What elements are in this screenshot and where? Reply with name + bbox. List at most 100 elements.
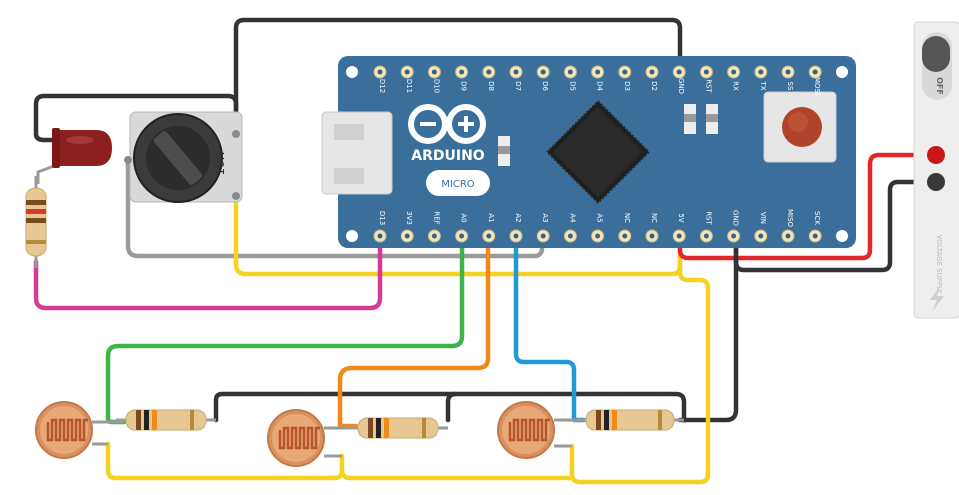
wire-blue-a2[interactable] [513,233,587,423]
resistor-1[interactable] [116,409,216,431]
pin-label: A4 [568,213,576,223]
usb-connector-slot-2 [334,168,364,184]
pin-d6[interactable]: D6 [536,65,550,91]
pin-3v3[interactable]: 3V3 [400,211,414,243]
pin-d10[interactable]: D10 [427,65,441,93]
wire-yellow-bus[interactable] [569,261,711,485]
pin-label: NC [623,213,631,223]
pin-ss[interactable]: SS [781,65,795,91]
pin-gnd[interactable]: GND [727,210,741,243]
wire-black-led[interactable] [33,93,239,143]
pin-sck[interactable]: SCK [808,211,822,243]
resistor-band [376,418,381,438]
pin-miso[interactable]: MISO [781,209,795,243]
resistor-led[interactable] [25,176,47,268]
board-model-badge [426,170,490,196]
pin-label: A0 [460,213,468,222]
pin-5v[interactable]: 5V [672,213,686,243]
pin-a2[interactable]: A2 [509,213,523,243]
pin-mosi[interactable]: MOSI [808,65,822,95]
photoresistor-track [46,418,88,442]
power-switch[interactable] [922,36,950,72]
smd-component [684,114,696,122]
arduino-logo-icon [408,104,486,144]
wire-red-supply[interactable] [677,152,938,261]
pin-label: D9 [460,81,468,91]
voltage-supply[interactable]: OFF VOLTAGE SUPPLY [913,21,959,319]
resistor-band [384,418,389,438]
pin-label: D5 [568,81,576,91]
pin-vin[interactable]: VIN [754,212,768,243]
pin-d12[interactable]: D12 [373,65,387,93]
photoresistor-track [508,418,550,442]
wire-orange-a1[interactable] [337,233,491,429]
pin-d3[interactable]: D3 [618,65,632,91]
pin-nc[interactable]: NC [618,213,632,243]
led[interactable] [36,128,112,184]
photoresistor-3[interactable] [497,401,555,459]
resistor-band [136,410,141,430]
photoresistor-track [278,426,320,450]
pin-label: VIN [759,212,767,224]
pin-label: SCK [813,211,821,225]
pin-label: D10 [432,79,440,93]
supply-switch-label: OFF [935,77,944,95]
pin-nc[interactable]: NC [645,213,659,243]
pin-d2[interactable]: D2 [645,65,659,91]
pin-a0[interactable]: A0 [455,213,469,243]
wire-black-gnd-chain[interactable] [677,233,739,423]
pin-a4[interactable]: A4 [563,213,577,243]
pin-label: D4 [596,81,604,91]
led-rim [52,128,60,168]
wire-yellow-ldr2[interactable] [339,467,575,481]
led-highlight [66,136,94,144]
pin-label: 3V3 [405,211,413,225]
pin-rst[interactable]: RST [699,211,713,243]
pin-label: D8 [487,81,495,91]
pot-pin-3 [124,156,132,164]
pin-d8[interactable]: D8 [482,65,496,91]
pin-d5[interactable]: D5 [563,65,577,91]
pin-d9[interactable]: D9 [455,65,469,91]
pin-label: D7 [514,81,522,91]
resistor-band [658,410,662,430]
resistor-led-band-1 [26,200,46,205]
resistor-band [190,410,194,430]
pin-gnd[interactable]: GND [672,65,686,94]
pin-rx[interactable]: RX [727,65,741,91]
usb-connector-slot [334,124,364,140]
wire-black-top[interactable] [233,17,683,143]
pin-rst[interactable]: RST [699,65,713,94]
mount-hole [836,66,848,78]
pin-d11[interactable]: D11 [400,65,414,93]
resistor-band [612,410,617,430]
resistor-3[interactable] [576,409,684,431]
pin-a3[interactable]: A3 [536,213,550,243]
wire-gray-a3[interactable] [125,157,545,259]
board-model: MICRO [441,179,475,190]
pin-tx[interactable]: TX [754,65,768,91]
pin-label: A5 [596,213,604,222]
pin-d7[interactable]: D7 [509,65,523,91]
pin-d4[interactable]: D4 [591,65,605,91]
supply-negative-terminal[interactable] [927,173,945,191]
potentiometer[interactable]: 10K [124,111,243,203]
wire-magenta-d13[interactable] [33,233,383,311]
resistor-2[interactable] [348,417,448,439]
photoresistor-2[interactable] [267,409,325,467]
wires [33,17,938,485]
pin-label: D3 [623,81,631,91]
led-lead [36,164,55,184]
pin-label: NC [650,213,658,223]
pin-d13[interactable]: D13 [373,211,387,243]
photoresistor-1[interactable] [35,401,93,459]
pin-a5[interactable]: A5 [591,213,605,243]
supply-positive-terminal[interactable] [927,146,945,164]
pin-ref[interactable]: REF [427,211,441,243]
supply-label: VOLTAGE SUPPLY [935,235,943,295]
resistor-band [368,418,373,438]
pin-a1[interactable]: A1 [482,213,496,243]
wire-black-r2-link[interactable] [445,391,459,423]
